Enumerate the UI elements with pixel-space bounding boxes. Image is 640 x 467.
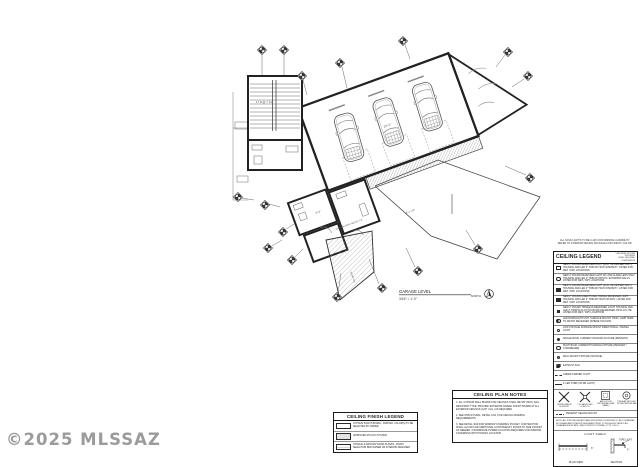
sconce-icon — [554, 355, 563, 359]
garage-block: 23'-4" — [286, 51, 529, 264]
legend-row: EXHAUST FAN — [554, 362, 637, 372]
ceiling-plan-notes-body: 1. ALL GYPSUM WALL BOARD FOR CEILINGS SH… — [453, 399, 547, 441]
stair-label: 17 R @ 7 1/2" — [256, 100, 274, 104]
title-note-line1: * INDICATES FIXTURE GROUPING — [615, 252, 635, 257]
plan-scale: 3/16" = 1'-0" — [399, 297, 418, 301]
lv-directional-light-icon — [554, 328, 563, 332]
gypsum-swatch-icon — [336, 422, 351, 430]
exhaust-fan-icon — [554, 364, 563, 369]
callout-marker-icon — [262, 242, 274, 254]
ceiling-legend-header: CEILING LEGEND * INDICATES FIXTURE GROUP… — [554, 252, 637, 264]
legend-row: LOW VOLTAGE SURFACE MOUNT DIRECTIONAL / … — [554, 326, 637, 336]
mls-watermark: ©2025 MLSSAZ — [6, 430, 161, 449]
swivel-recessed-light-icon — [554, 298, 563, 303]
stair-block: 17 R @ 7 1/2" — [247, 75, 303, 171]
ceiling-plan-notes-title: CEILING PLAN NOTES — [453, 391, 547, 400]
legend-row-linear: UNDER CABINET LIGHT — [554, 371, 637, 381]
north-label: NORTH — [471, 294, 481, 298]
plan-note: 1. ALL GYPSUM WALL BOARD FOR CEILINGS SH… — [456, 401, 540, 411]
chandelier-icon — [554, 346, 563, 351]
ceiling-legend: CEILING LEGEND * INDICATES FIXTURE GROUP… — [553, 251, 638, 467]
plan-title: GARAGE LEVEL — [399, 289, 432, 294]
callout-marker-icon — [334, 57, 346, 69]
legend-row: WALL MOUNT FIXTURE (SCONCE) — [554, 353, 637, 363]
ceiling-fan-light-icon — [579, 391, 591, 403]
pendant-mount-row: PENDANT CEILING MOUNT — [554, 411, 637, 419]
callout-marker-icon — [278, 44, 290, 56]
ramp-hatch — [325, 230, 375, 301]
callout-marker-icon — [376, 282, 388, 294]
legend-pre-note: ALL NOVA LIGHTS TO BE 0-10V FOR DIMMING … — [551, 239, 639, 246]
plan-view-label: PLAN VIEW — [568, 461, 583, 465]
legend-row: NEW 2" ROUND DIRECTIONAL SWIVEL RECESSED… — [554, 295, 637, 307]
callout-marker-icon — [522, 70, 534, 82]
recessed-4-light-icon — [554, 287, 563, 292]
legend-row: NEW 4" ROUND RECESSED LIGHT (FLAT OR LEN… — [554, 285, 637, 296]
ceiling-legend-title: CEILING LEGEND — [556, 254, 602, 261]
shelf-dim2: 4" — [627, 448, 629, 451]
surface-downlight-icon — [554, 318, 563, 323]
room-dim-label: 9'-0" — [315, 209, 322, 215]
legend-note-text: NOTE: ALL FIXTURE HEIGHTS AND MOUNTING L… — [554, 418, 637, 431]
garage-dim-label: 23'-4" — [383, 122, 392, 128]
legend-row: LED DOWNLIGHT UNIT, SURFACE MOUNT. TRIM … — [554, 317, 637, 326]
wood-plank-swatch-icon — [336, 443, 351, 451]
legend-row: MULTI BULB, CURRENT HANGING FIXTURE (PEN… — [554, 344, 637, 354]
callout-marker-icon — [472, 243, 484, 255]
callout-marker-icon — [412, 265, 424, 277]
title-note-line2: W/ ALL REQUIRED COMPONENTS — [618, 257, 635, 262]
tubular-skylight-cell: TUBULAR SKYLIGHT W/ VENTILATION FAN — [616, 391, 637, 409]
recessed-4-lens-light-icon — [554, 276, 563, 282]
plan-note: 2. SEE STRUCTURAL, DETAIL 1/S4, FOR CEIL… — [456, 413, 525, 420]
legend-pre-note-line2: REFER TO INTERIOR DESIGN PACKAGE FOR FIN… — [557, 242, 633, 246]
section-label: SECTION — [610, 461, 623, 465]
finish-legend-row: APPROVED STUCCO SYSTEM — [334, 432, 417, 443]
dim2-label: 4'-1 1/2" — [405, 208, 416, 215]
tubular-skylight-icon — [622, 391, 631, 400]
drawing-title-block: GARAGE LEVEL 3/16" = 1'-0" NORTH — [399, 289, 494, 301]
callout-marker-icon — [256, 44, 268, 56]
callout-marker-icon — [524, 172, 536, 184]
light-shelf-title: LIGHT SHELF — [584, 432, 607, 437]
trimless-recessed-light-icon — [554, 309, 563, 313]
ceiling-fan-icon — [558, 391, 570, 403]
callout-marker-icon — [397, 35, 409, 47]
legend-row: NEW 4" ROUND RECESSED LIGHT W/ LOW GLARE… — [554, 274, 637, 285]
finish-legend-row: GYPSUM SOFFIT BOARD - PAINTED. COLOR(S) … — [334, 421, 417, 432]
shelf-dim1: 6" — [591, 446, 593, 450]
air-duct-icon — [601, 391, 611, 400]
pendant-mount-icon — [554, 413, 566, 415]
ceiling-legend-title-note: * INDICATES FIXTURE GROUPING W/ ALL REQU… — [605, 253, 635, 263]
ceiling-fan-cell: CEILING FAN W/ FLUSH KIT — [554, 391, 575, 409]
ceiling-plan-notes: CEILING PLAN NOTES 1. ALL GYPSUM WALL BO… — [452, 390, 548, 443]
air-duct-cell: AIR DUCT W/ RETURN AIR (FLAT PANEL) — [596, 391, 617, 409]
stucco-swatch-icon — [336, 433, 351, 440]
ceiling-finish-legend: CEILING FINISH LEGEND GYPSUM SOFFIT BOAR… — [333, 412, 418, 453]
ceiling-finish-legend-title: CEILING FINISH LEGEND — [334, 413, 417, 422]
ceiling-fan-light-cell: CLG FAN W/ LED LIGHT KIT — [575, 391, 596, 409]
finish-legend-row: TONGUE & GROOVE WOOD PLANKS - FINISH SEL… — [334, 442, 417, 451]
pendant-single-icon — [554, 337, 563, 341]
legend-pre-note-line1: ALL NOVA LIGHTS TO BE 0-10V FOR DIMMING … — [559, 239, 631, 242]
light-shelf-diagrams: 6" TAPE LIGHT 4" — [558, 438, 633, 453]
ramp-label: RAMP DN — [349, 271, 356, 283]
legend-row-linear: 4' LED STRIP (W/ DR LIGHT) — [554, 381, 637, 390]
light-shelf-detail: LIGHT SHELF 6" TAPE LIGHT 4" PLAN VIEW S… — [554, 431, 637, 466]
recessed-6-light-icon — [554, 266, 563, 271]
legend-row: SINGLE BULB, CURRENT HANGING FIXTURE (PE… — [554, 335, 637, 345]
legend-fan-grid: CEILING FAN W/ FLUSH KIT CLG FAN W/ LED … — [554, 390, 637, 411]
plan-note: 3. SEE DETAIL 3/A9 FOR WINDOW COVERING P… — [456, 423, 543, 436]
under-cabinet-light-icon — [554, 374, 563, 376]
tape-light-label: TAPE LIGHT — [619, 438, 633, 441]
led-strip-icon — [554, 384, 563, 386]
legend-row: NEW 2" ROUND TRIMLESS RECESSED LIGHT. HO… — [554, 306, 637, 317]
north-arrow-icon — [484, 289, 494, 299]
legend-row: NEW 6" ROUND RECESSED LIGHT (FLAT OR LEN… — [554, 263, 637, 275]
callout-marker-icon — [259, 199, 271, 211]
